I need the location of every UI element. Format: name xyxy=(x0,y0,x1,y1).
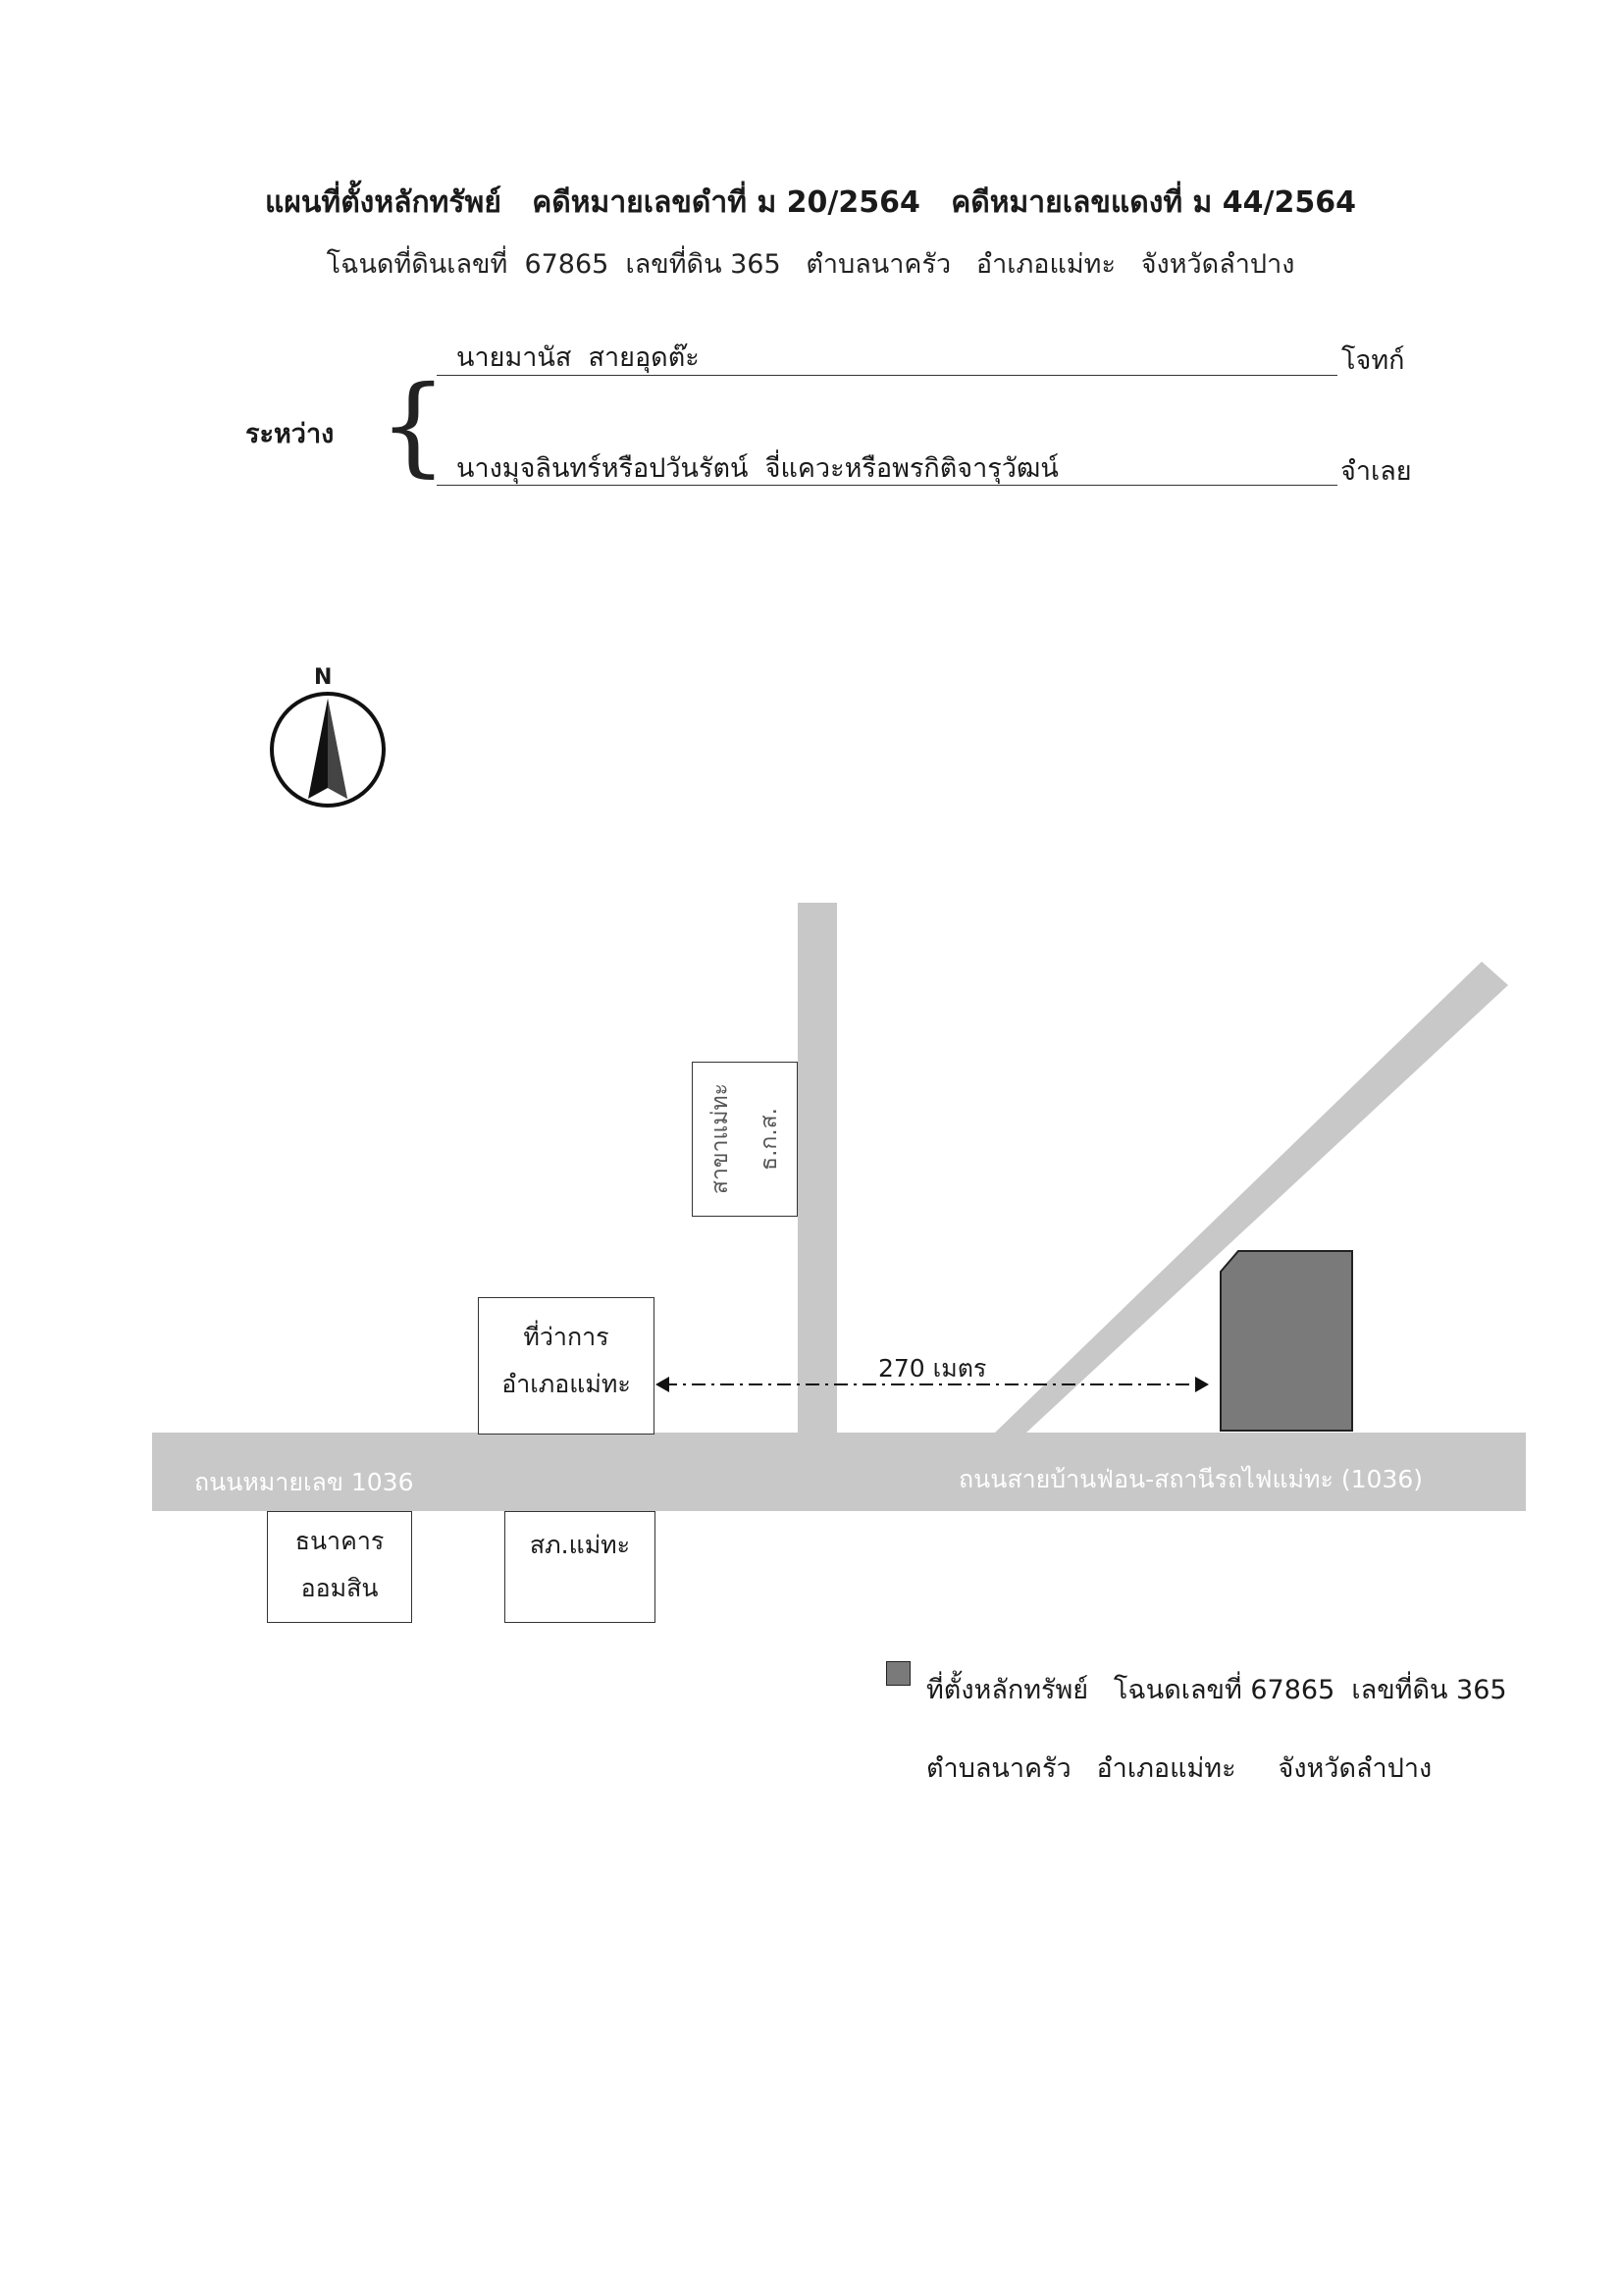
distance-label: 270 เมตร xyxy=(878,1354,987,1383)
road-label-right: ถนนสายบ้านฟ่อน-สถานีรถไฟแม่ทะ (1036) xyxy=(959,1465,1424,1493)
baac-box: สาขาแม่ทะ ธ.ก.ส. xyxy=(692,1062,798,1217)
bank-box: ธนาคาร ออมสิน xyxy=(267,1511,412,1623)
brace-icon: { xyxy=(379,362,447,488)
legend-line2: ตำบลนาครัว อำเภอแม่ทะ จังหวัดลำปาง xyxy=(926,1753,1433,1784)
arrow-left-icon xyxy=(655,1377,669,1392)
district-office-line1: ที่ว่าการ xyxy=(523,1323,609,1351)
map-title: แผนที่ตั้งหลักทรัพย์ คดีหมายเลขดำที่ ม 2… xyxy=(265,185,1356,220)
map-subtitle: โฉนดที่ดินเลขที่ 67865 เลขที่ดิน 365 ตำบ… xyxy=(326,249,1295,280)
police-station-box: สภ.แม่ทะ xyxy=(504,1511,655,1623)
legend-swatch xyxy=(886,1661,911,1686)
legend-line1: ที่ตั้งหลักทรัพย์ โฉนดเลขที่ 67865 เลขที… xyxy=(926,1675,1507,1705)
road-label-left: ถนนหมายเลข 1036 xyxy=(194,1468,414,1496)
road-vertical xyxy=(798,903,837,1437)
defendant-name: นางมุจลินทร์หรือปวันรัตน์ จี่แควะหรือพรก… xyxy=(456,453,1059,484)
arrow-right-icon xyxy=(1195,1377,1209,1392)
compass-north-label: N xyxy=(314,665,333,690)
plaintiff-line: นายมานัส สายอุดต๊ะ xyxy=(437,334,1337,376)
district-office-line2: อำเภอแม่ทะ xyxy=(501,1370,631,1398)
defendant-line: นางมุจลินทร์หรือปวันรัตน์ จี่แควะหรือพรก… xyxy=(437,444,1337,486)
baac-line1: ธ.ก.ส. xyxy=(757,1108,782,1171)
between-label: ระหว่าง xyxy=(245,419,335,449)
baac-line2: สาขาแม่ทะ xyxy=(707,1083,733,1195)
road-main xyxy=(152,1433,1526,1511)
north-arrow-icon xyxy=(270,692,386,808)
defendant-role: จำเลย xyxy=(1340,456,1412,487)
road-diagonal xyxy=(995,962,1508,1433)
property-block xyxy=(1220,1250,1353,1432)
plaintiff-name: นายมานัส สายอุดต๊ะ xyxy=(456,342,700,373)
bank-line1: ธนาคาร xyxy=(294,1527,385,1555)
bank-line2: ออมสิน xyxy=(300,1574,379,1602)
plaintiff-role: โจทก์ xyxy=(1341,345,1405,376)
police-station-label: สภ.แม่ทะ xyxy=(529,1531,631,1559)
district-office-box: ที่ว่าการ อำเภอแม่ทะ xyxy=(478,1297,654,1435)
